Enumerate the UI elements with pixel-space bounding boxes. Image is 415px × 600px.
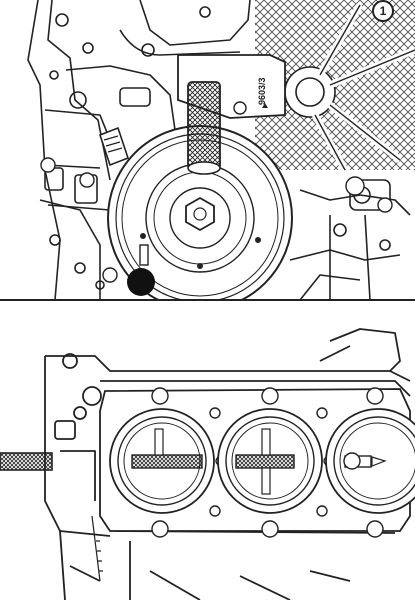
page-number-badge: 1 xyxy=(372,0,394,22)
panel-divider xyxy=(0,299,415,301)
lower-left-detail xyxy=(91,515,103,582)
top-illustration: 9603/3 xyxy=(27,0,415,300)
pulley-disc xyxy=(284,66,336,118)
bottom-illustration xyxy=(0,301,415,600)
bottom-drawing xyxy=(0,328,415,600)
top-drawing: 9603/3 xyxy=(27,0,415,300)
bolts xyxy=(40,157,393,283)
camshaft-rod xyxy=(0,428,387,495)
tool-label: 9603/3 xyxy=(257,77,267,105)
black-knob xyxy=(127,244,155,296)
locking-pin xyxy=(187,81,221,175)
small-gauge xyxy=(99,126,129,167)
engine-housing-lines xyxy=(27,0,411,300)
